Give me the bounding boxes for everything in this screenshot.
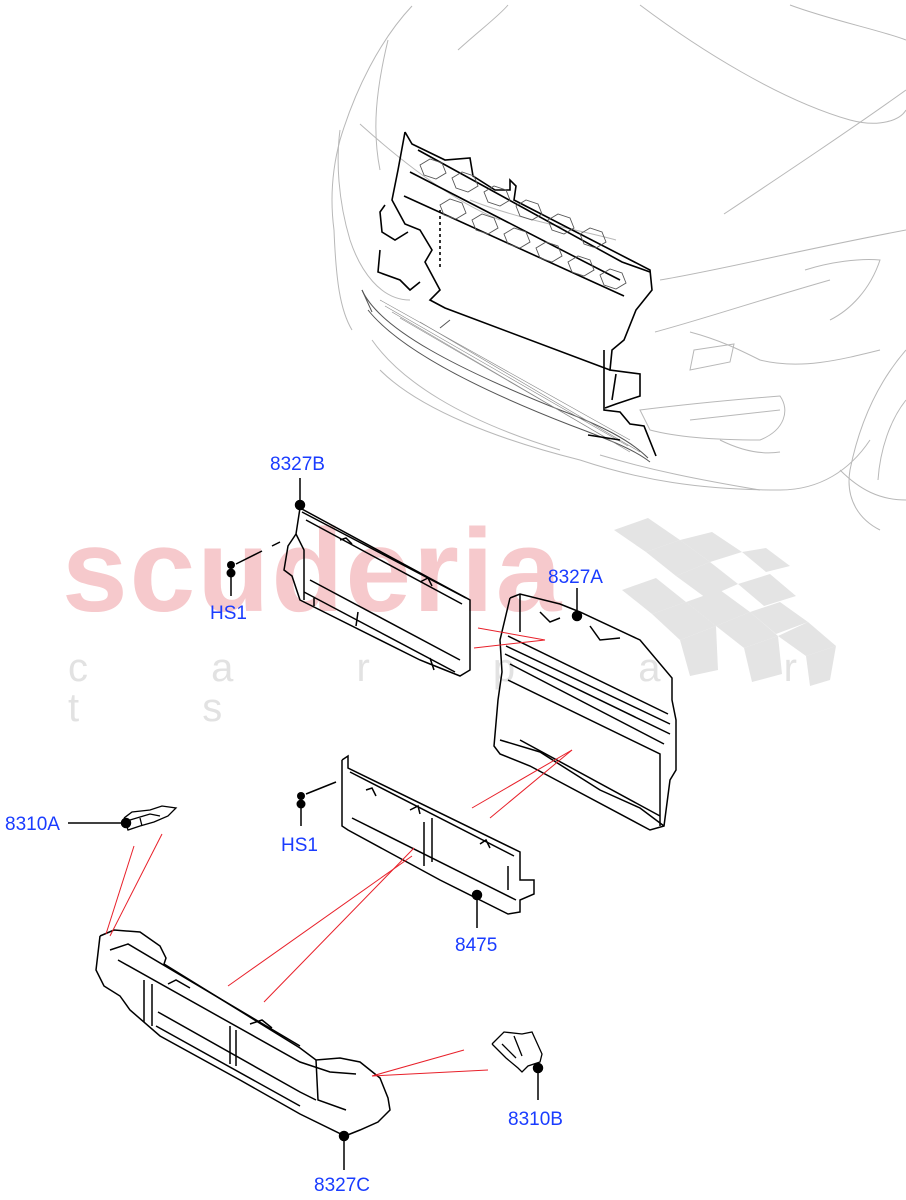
callout-hs1-top[interactable]: HS1: [210, 603, 247, 624]
part-8475-centre-panel: [341, 754, 535, 915]
assembly-reference-lines: [105, 627, 573, 1077]
callout-8327b[interactable]: 8327B: [270, 454, 325, 475]
callout-8327c[interactable]: 8327C: [314, 1175, 370, 1196]
part-8327a-lower-deflector: [493, 593, 677, 831]
callout-8310a[interactable]: 8310A: [5, 814, 60, 835]
upper-grille-assembly: [377, 131, 657, 457]
watermark-subtitle: c a r p a r t s: [68, 646, 853, 730]
vehicle-outline: [331, 4, 906, 531]
lower-grille: [361, 289, 651, 463]
watermark-brand: scuderia: [62, 505, 564, 637]
part-8310a-bracket: [123, 805, 178, 831]
grille-mesh: [419, 158, 627, 290]
hs1-fastener-mid: [296, 792, 306, 809]
callout-leader-lines: [68, 478, 583, 1170]
callout-8327a[interactable]: 8327A: [548, 567, 603, 588]
part-8327b-upper-deflector: [283, 507, 471, 677]
hs1-fastener-top: [226, 561, 236, 578]
callout-8475[interactable]: 8475: [455, 935, 498, 956]
callout-hs1-mid[interactable]: HS1: [281, 835, 318, 856]
checkered-flag-watermark: [614, 518, 836, 686]
part-8310b-bracket: [491, 1031, 543, 1073]
callout-8310b[interactable]: 8310B: [508, 1109, 563, 1130]
part-8327c-bumper-beam: [95, 929, 391, 1137]
